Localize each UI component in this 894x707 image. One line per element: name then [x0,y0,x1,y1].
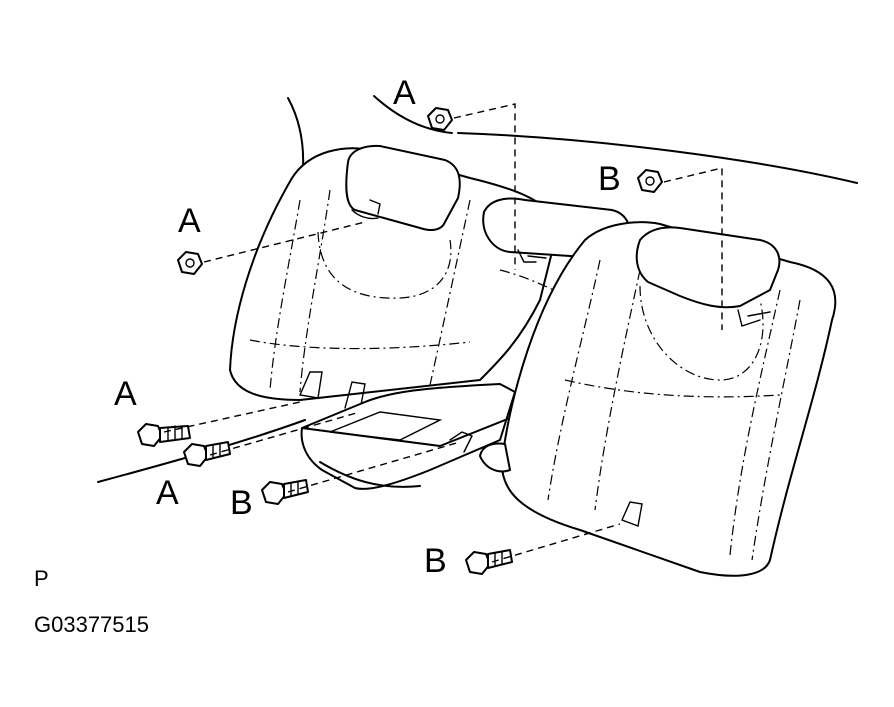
label-a-top: A [393,74,416,112]
bolt-a-upper [137,423,191,447]
bolt-b-bottom [465,549,513,575]
figure-code: G03377515 [34,612,149,637]
nut-a-top [427,107,453,131]
label-b-bottom: B [424,542,447,580]
label-b-center: B [230,484,253,522]
label-a-left: A [178,202,201,240]
nut-b-top [637,169,663,193]
bolt-a-lower [183,441,231,467]
label-b-top: B [598,160,621,198]
right-seat-back [479,221,837,577]
nut-a-left [177,251,203,275]
view-marker: P [34,566,49,591]
alignment-lines [163,103,723,563]
label-a-bolt-upper: A [114,375,137,413]
center-armrest [300,383,516,490]
label-a-bolt-lower: A [156,474,179,512]
left-seat-back [229,144,561,411]
bolt-b-center [261,479,309,505]
